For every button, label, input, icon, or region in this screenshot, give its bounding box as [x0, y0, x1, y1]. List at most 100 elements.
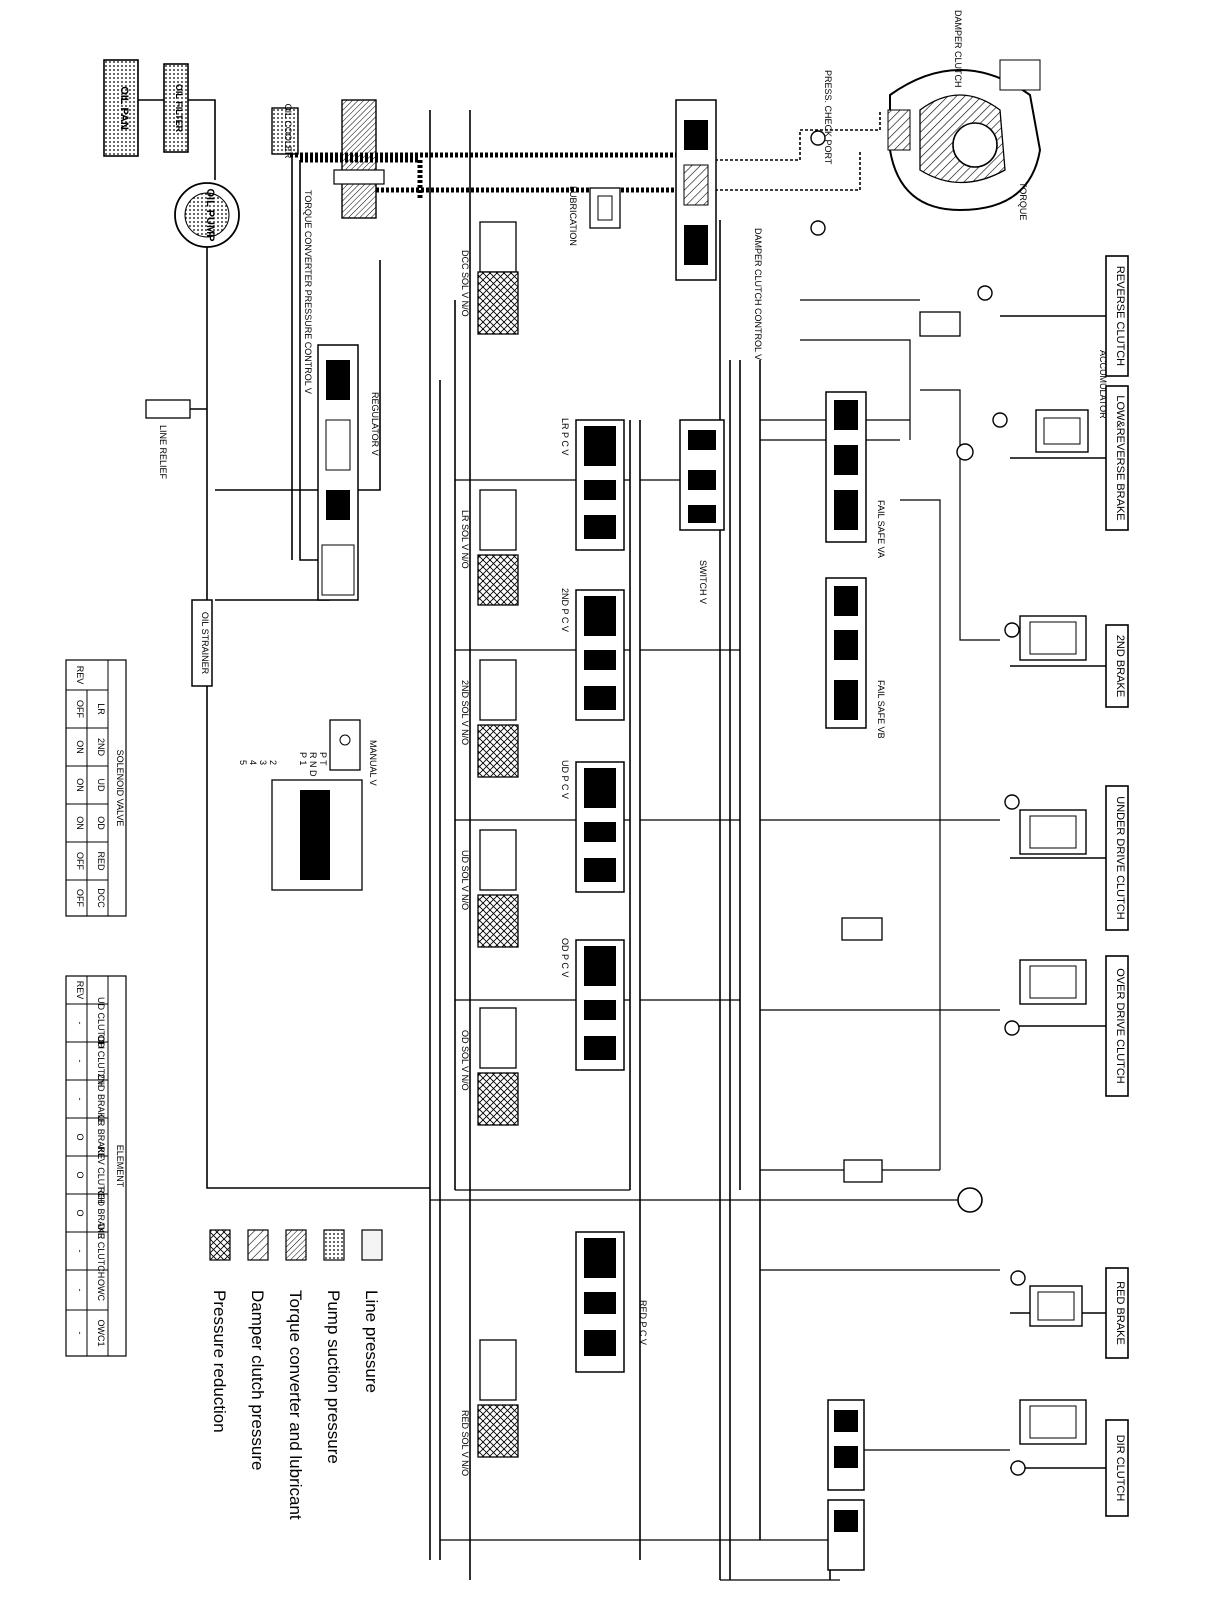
svg-text:LR SOL V N/O: LR SOL V N/O — [460, 510, 470, 569]
svg-text:RED: RED — [96, 851, 106, 871]
svg-text:REV CLUTCH: REV CLUTCH — [96, 1146, 106, 1204]
svg-text:-: - — [75, 1098, 85, 1101]
svg-text:RED SOL V N/O: RED SOL V N/O — [460, 1410, 470, 1476]
svg-text:REVERSE CLUTCH: REVERSE CLUTCH — [1114, 266, 1126, 366]
svg-text:3: 3 — [258, 760, 268, 765]
svg-text:OIL PUMP: OIL PUMP — [204, 189, 216, 242]
ud-pcv: UD P C V — [560, 760, 625, 893]
svg-text:OD: OD — [96, 816, 106, 830]
svg-text:FAIL SAFE VA: FAIL SAFE VA — [876, 500, 886, 558]
svg-text:OIL PAN: OIL PAN — [118, 86, 130, 130]
svg-text:Line pressure: Line pressure — [362, 1290, 381, 1393]
svg-text:UD CLUTCH: UD CLUTCH — [96, 997, 106, 1049]
svg-text:REGULATOR V: REGULATOR V — [370, 392, 380, 456]
svg-text:DAMPER CLUTCH CONTROL V: DAMPER CLUTCH CONTROL V — [753, 228, 763, 360]
svg-text:PRESS. CHECK PORT: PRESS. CHECK PORT — [823, 70, 833, 165]
legend-line-pressure: Line pressure — [361, 1229, 383, 1393]
2nd-pcv: 2ND P C V — [560, 588, 625, 721]
svg-text:4: 4 — [248, 760, 258, 765]
torque-converter: DAMPER CLUTCH TORQUE — [887, 10, 1042, 220]
svg-text:ON: ON — [75, 778, 85, 792]
check-balls — [841, 311, 961, 1183]
svg-text:UD P C V: UD P C V — [560, 760, 570, 799]
oil-strainer: OIL STRAINER — [191, 599, 213, 687]
accumulator-red — [1029, 1285, 1083, 1327]
svg-text:-: - — [75, 1022, 85, 1025]
svg-text:DAMPER CLUTCH: DAMPER CLUTCH — [953, 10, 963, 88]
manual-positions: P T R N D P 1 2 3 4 5 — [238, 752, 328, 777]
line-pressure-trunk — [206, 155, 430, 1189]
svg-text:UD SOL V N/O: UD SOL V N/O — [460, 850, 470, 910]
svg-text:ON: ON — [75, 740, 85, 754]
oil-filter: OIL FILTER — [163, 63, 189, 153]
svg-text:R N D: R N D — [308, 752, 318, 777]
legend-pressure-reduction: Pressure reduction — [209, 1229, 231, 1433]
damper-clutch-control-valve: DAMPER CLUTCH CONTROL V — [675, 99, 763, 360]
legend-pump-suction: Pump suction pressure — [323, 1229, 345, 1464]
svg-text:LINE RELIEF: LINE RELIEF — [158, 425, 168, 480]
svg-text:2ND: 2ND — [96, 738, 106, 757]
clutch-label-reverse: REVERSE CLUTCH — [1105, 255, 1129, 377]
svg-text:LR P C V: LR P C V — [560, 418, 570, 455]
svg-text:OWC: OWC — [96, 1279, 106, 1301]
svg-text:O: O — [75, 1209, 85, 1216]
svg-text:OIL FILTER: OIL FILTER — [174, 84, 184, 133]
press-check-ports-right — [956, 412, 1026, 1476]
legend-damper-clutch: Damper clutch pressure — [247, 1229, 269, 1470]
svg-text:-: - — [75, 1289, 85, 1292]
svg-text:5: 5 — [238, 760, 248, 765]
tc-to-torque-converter — [690, 110, 881, 191]
switch-valve: SWITCH V — [679, 419, 725, 604]
lr-solenoid: LR SOL V N/O — [460, 489, 519, 606]
red-pcv: RED P C V — [575, 1231, 648, 1373]
svg-text:OFF: OFF — [75, 700, 85, 718]
svg-text:REV: REV — [75, 981, 85, 1000]
svg-text:LUBRICATION: LUBRICATION — [568, 186, 578, 246]
svg-text:LOW&REVERSE BRAKE: LOW&REVERSE BRAKE — [1114, 395, 1126, 520]
press-check-port-top: PRESS. CHECK PORT — [810, 70, 993, 301]
accumulator-dir — [1019, 1399, 1087, 1445]
svg-text:LR: LR — [96, 703, 106, 715]
svg-text:-: - — [75, 1060, 85, 1063]
svg-text:REV: REV — [75, 666, 85, 685]
svg-text:OIL COOLER: OIL COOLER — [283, 104, 293, 159]
clutch-label-overdrive: OVER DRIVE CLUTCH — [1105, 955, 1129, 1097]
accumulator-lr: ACCUMULATOR — [1035, 350, 1108, 453]
svg-text:ELEMENT: ELEMENT — [115, 1145, 125, 1188]
svg-text:O: O — [75, 1171, 85, 1178]
svg-text:Damper clutch pressure: Damper clutch pressure — [248, 1290, 267, 1470]
legend-torque-converter: Torque converter and lubricant — [285, 1229, 307, 1520]
svg-text:Torque converter and lubricant: Torque converter and lubricant — [286, 1290, 305, 1520]
svg-text:OWC1: OWC1 — [96, 1320, 106, 1347]
od-pcv: OD P C V — [560, 938, 625, 1071]
svg-text:OIL STRAINER: OIL STRAINER — [200, 612, 210, 675]
svg-text:LR BRAKE: LR BRAKE — [96, 1115, 106, 1160]
svg-text:OVER DRIVE CLUTCH: OVER DRIVE CLUTCH — [1114, 968, 1126, 1084]
svg-text:2: 2 — [268, 760, 278, 765]
oil-pan: OIL PAN — [103, 59, 139, 157]
svg-text:RED BRAKE: RED BRAKE — [1114, 1281, 1126, 1345]
clutch-label-underdrive: UNDER DRIVE CLUTCH — [1105, 785, 1129, 931]
svg-text:SOLENOID VALVE: SOLENOID VALVE — [115, 750, 125, 827]
solenoid-valve-table: SOLENOID VALVE LR 2ND UD OD RED DCC REV … — [65, 659, 127, 917]
clutch-label-dir-clutch: DIR CLUTCH — [1105, 1419, 1129, 1517]
svg-text:ACCUMULATOR: ACCUMULATOR — [1098, 350, 1108, 419]
dir-control-valves — [827, 1399, 865, 1571]
accumulator-2nd — [1019, 615, 1087, 661]
svg-text:P 1: P 1 — [298, 752, 308, 765]
clutch-feed-lines — [1000, 315, 1106, 1469]
suction-pipe — [138, 99, 216, 180]
svg-text:TORQUE: TORQUE — [1018, 182, 1028, 220]
fail-safe-valve-a: FAIL SAFE VA — [825, 391, 886, 558]
main-trunks — [429, 110, 831, 1580]
accumulator-ud — [1019, 809, 1087, 855]
svg-text:2ND SOL V N/O: 2ND SOL V N/O — [460, 680, 470, 745]
oil-pump: OIL PUMP — [174, 182, 240, 248]
svg-text:DCC: DCC — [96, 888, 106, 908]
oil-cooler: OIL COOLER — [271, 104, 299, 159]
svg-text:TORQUE CONVERTER PRESSURE CONT: TORQUE CONVERTER PRESSURE CONTROL V — [303, 190, 313, 394]
svg-text:-: - — [75, 1250, 85, 1253]
red-solenoid: RED SOL V N/O — [460, 1339, 519, 1476]
svg-text:-: - — [75, 1332, 85, 1335]
clutch-label-low-reverse: LOW&REVERSE BRAKE — [1105, 385, 1129, 531]
